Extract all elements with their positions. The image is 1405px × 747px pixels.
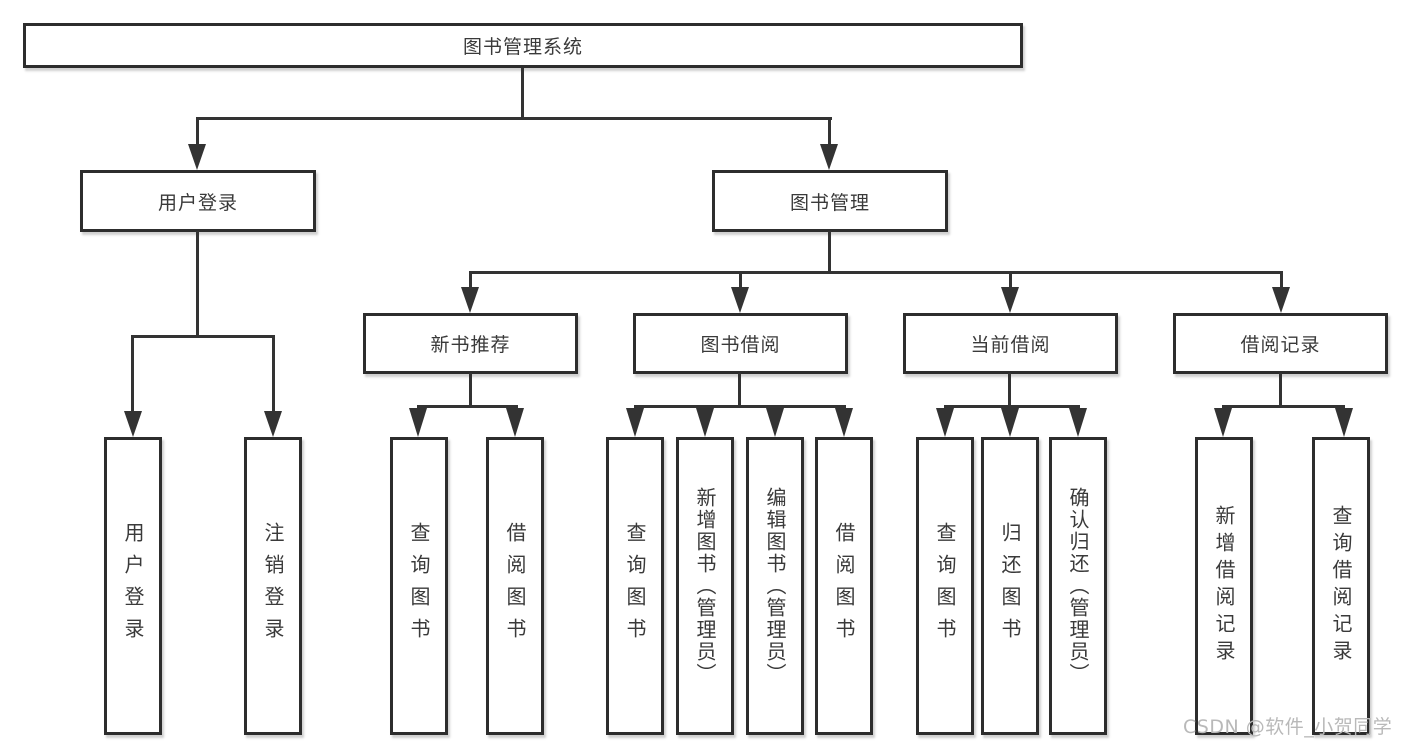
leaf-logout: 注销登录 (244, 437, 302, 735)
node-label: 归还图书 (998, 522, 1022, 650)
leaf-confirm-return-admin: 确认归还（管理员） (1049, 437, 1107, 735)
arrow-down-icon (1272, 287, 1290, 313)
node-label: 新增图书（管理员） (693, 487, 717, 685)
node-label: 用户登录 (121, 522, 145, 650)
connector-line (828, 231, 831, 274)
node-label: 图书借阅 (700, 334, 781, 356)
node-book-borrow: 图书借阅 (633, 313, 848, 374)
leaf-query-books-borrow: 查询图书 (606, 437, 664, 735)
node-label: 新书推荐 (430, 334, 511, 356)
connector-line (469, 271, 1283, 274)
connector-line (1008, 373, 1011, 408)
node-label: 当前借阅 (970, 334, 1051, 356)
node-label: 图书管理 (789, 191, 870, 214)
arrow-down-icon (766, 408, 784, 437)
connector-line (1279, 373, 1282, 408)
node-label: 新增借阅记录 (1212, 505, 1236, 667)
connector-line (469, 271, 472, 291)
leaf-query-books-current: 查询图书 (916, 437, 974, 735)
connector-line (828, 117, 831, 147)
csdn-watermark: CSDN @软件_小贺同学 (1183, 716, 1393, 738)
node-label: 借阅图书 (832, 522, 856, 650)
arrow-down-icon (188, 144, 206, 170)
arrow-down-icon (1335, 408, 1353, 437)
node-label: 注销登录 (261, 522, 285, 650)
arrow-down-icon (1001, 287, 1019, 313)
arrow-down-icon (626, 408, 644, 437)
leaf-query-borrow-record: 查询借阅记录 (1312, 437, 1370, 735)
connector-line (272, 335, 275, 415)
connector-line (417, 405, 518, 408)
connector-line (196, 117, 832, 120)
connector-line (196, 231, 199, 338)
node-label: 编辑图书（管理员） (763, 487, 787, 685)
node-borrow-records: 借阅记录 (1173, 313, 1388, 374)
connector-line (1222, 405, 1345, 408)
arrow-down-icon (820, 144, 838, 170)
arrow-down-icon (696, 408, 714, 437)
leaf-add-books-admin: 新增图书（管理员） (676, 437, 734, 735)
connector-line (469, 373, 472, 408)
leaf-return-books: 归还图书 (981, 437, 1039, 735)
leaf-borrow-books-recommend: 借阅图书 (486, 437, 544, 735)
node-book-management: 图书管理 (712, 170, 948, 232)
connector-line (1009, 271, 1012, 291)
connector-line (738, 373, 741, 408)
arrow-down-icon (461, 287, 479, 313)
node-label: 借阅记录 (1240, 334, 1321, 356)
node-label: 确认归还（管理员） (1066, 487, 1090, 685)
arrow-down-icon (124, 411, 142, 437)
node-user-login: 用户登录 (80, 170, 316, 232)
connector-line (944, 405, 1080, 408)
leaf-edit-books-admin: 编辑图书（管理员） (746, 437, 804, 735)
arrow-down-icon (1069, 408, 1087, 437)
arrow-down-icon (731, 287, 749, 313)
leaf-borrow-books: 借阅图书 (815, 437, 873, 735)
connector-line (634, 405, 846, 408)
connector-line (521, 68, 524, 119)
leaf-add-borrow-record: 新增借阅记录 (1195, 437, 1253, 735)
connector-line (131, 335, 134, 415)
node-label: 查询借阅记录 (1329, 505, 1353, 667)
node-label: 借阅图书 (503, 522, 527, 650)
node-label: 用户登录 (157, 191, 238, 214)
node-label: 查询图书 (407, 522, 431, 650)
node-label: 图书管理系统 (462, 36, 583, 58)
node-new-book-recommend: 新书推荐 (363, 313, 578, 374)
arrow-down-icon (1214, 408, 1232, 437)
node-root: 图书管理系统 (23, 23, 1023, 68)
connector-line (196, 117, 199, 147)
arrow-down-icon (835, 408, 853, 437)
node-label: 查询图书 (623, 522, 647, 650)
connector-line (739, 271, 742, 291)
arrow-down-icon (409, 408, 427, 437)
arrow-down-icon (506, 408, 524, 437)
arrow-down-icon (1001, 408, 1019, 437)
arrow-down-icon (264, 411, 282, 437)
connector-line (1280, 271, 1283, 291)
arrow-down-icon (936, 408, 954, 437)
node-label: 查询图书 (933, 522, 957, 650)
leaf-user-login: 用户登录 (104, 437, 162, 735)
connector-line (131, 335, 275, 338)
node-current-borrow: 当前借阅 (903, 313, 1118, 374)
leaf-query-books-recommend: 查询图书 (390, 437, 448, 735)
